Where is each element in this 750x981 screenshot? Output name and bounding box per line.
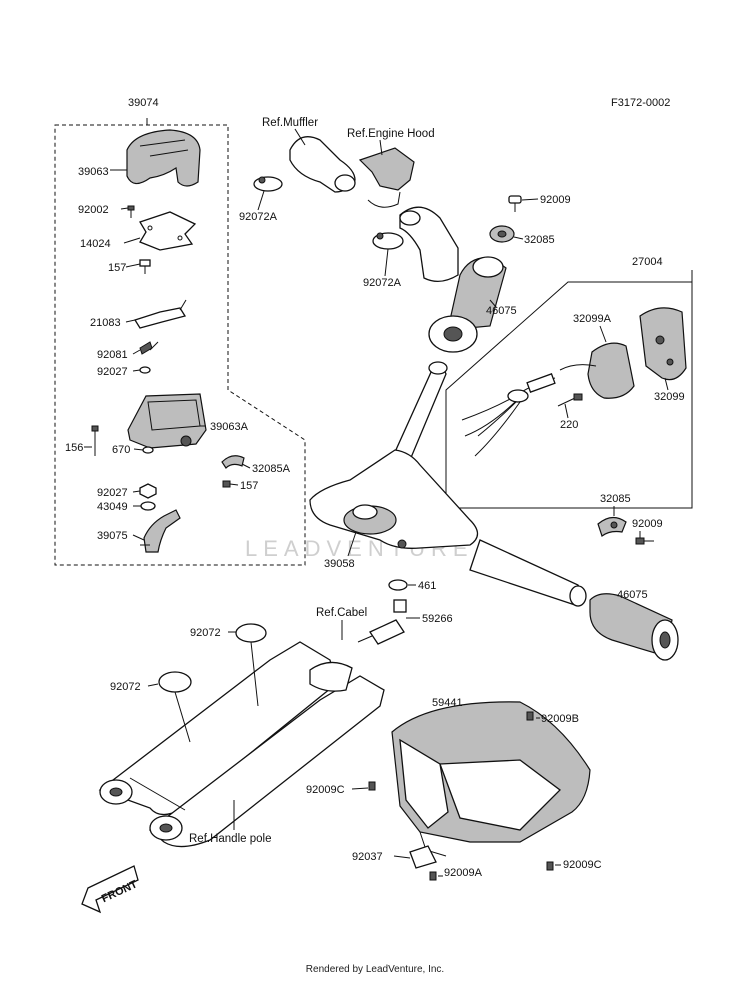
label-92081: 92081 — [97, 349, 128, 361]
label-59266: 59266 — [422, 613, 453, 625]
switch-housing — [639, 307, 687, 381]
muffler-hood-parts — [253, 136, 459, 282]
front-arrow: FRONT — [81, 865, 140, 914]
grip-right — [589, 593, 679, 661]
label-157a: 157 — [108, 262, 126, 274]
diagram-code: F3172-0002 — [611, 97, 670, 109]
intake-pipe — [399, 206, 459, 282]
label-670: 670 — [112, 444, 130, 456]
label-461: 461 — [418, 580, 436, 592]
label-92072A-b: 92072A — [363, 277, 402, 289]
leader-lines-left — [84, 207, 251, 541]
hood-bracket — [358, 147, 415, 191]
label-92009b: 92009 — [632, 518, 663, 530]
label-39063: 39063 — [78, 166, 109, 178]
label-92027b: 92027 — [97, 487, 128, 499]
handlebar — [309, 361, 587, 607]
label-21083: 21083 — [90, 317, 121, 329]
ref-engine-hood: Ref.Engine Hood — [347, 128, 435, 140]
label-92009B: 92009B — [541, 713, 579, 725]
label-32085b: 32085 — [600, 493, 631, 505]
switch-housing-a — [587, 342, 635, 399]
label-39063A: 39063A — [210, 421, 249, 433]
label-32085a: 32085 — [524, 234, 555, 246]
handlebar-body — [309, 449, 479, 549]
label-32099: 32099 — [654, 391, 685, 403]
label-46075b: 46075 — [617, 589, 648, 601]
switch-box-assembly — [54, 118, 306, 566]
label-59441: 59441 — [432, 697, 463, 709]
label-32099A: 32099A — [573, 313, 612, 325]
label-92002: 92002 — [78, 204, 109, 216]
switch-case — [127, 393, 207, 449]
ref-muffler: Ref.Muffler — [262, 117, 318, 129]
switch-cover — [126, 129, 201, 187]
right-upper-parts — [428, 195, 522, 353]
label-92009C-a: 92009C — [306, 784, 345, 796]
throttle-lever — [143, 509, 181, 553]
gasket — [139, 211, 197, 251]
label-92009C-b: 92009C — [563, 859, 602, 871]
ref-cabel: Ref.Cabel — [316, 607, 367, 619]
label-157b: 157 — [240, 480, 258, 492]
throttle-switch-box — [445, 270, 693, 509]
label-39058: 39058 — [324, 558, 355, 570]
label-156: 156 — [65, 442, 83, 454]
label-32085A: 32085A — [252, 463, 291, 475]
ref-handle-pole: Ref.Handle pole — [189, 833, 271, 845]
label-92072A-a: 92072A — [239, 211, 278, 223]
label-92009a: 92009 — [540, 194, 571, 206]
label-92072a: 92072 — [190, 627, 221, 639]
label-92072b: 92072 — [110, 681, 141, 693]
label-92027a: 92027 — [97, 366, 128, 378]
label-27004: 27004 — [632, 256, 663, 268]
label-220: 220 — [560, 419, 578, 431]
label-46075a: 46075 — [486, 305, 517, 317]
footer-credit: Rendered by LeadVenture, Inc. — [305, 964, 445, 975]
cable-parts — [357, 599, 407, 645]
handle-pole — [98, 623, 385, 848]
label-92037: 92037 — [352, 851, 383, 863]
label-39074: 39074 — [128, 97, 159, 109]
label-39075: 39075 — [97, 530, 128, 542]
handlebar-right-bar — [469, 539, 583, 607]
label-14024: 14024 — [80, 238, 111, 250]
label-92009A: 92009A — [444, 867, 483, 879]
plate — [134, 307, 187, 329]
label-43049: 43049 — [97, 501, 128, 513]
handle-cover — [368, 701, 591, 881]
right-middle-parts — [597, 516, 654, 545]
